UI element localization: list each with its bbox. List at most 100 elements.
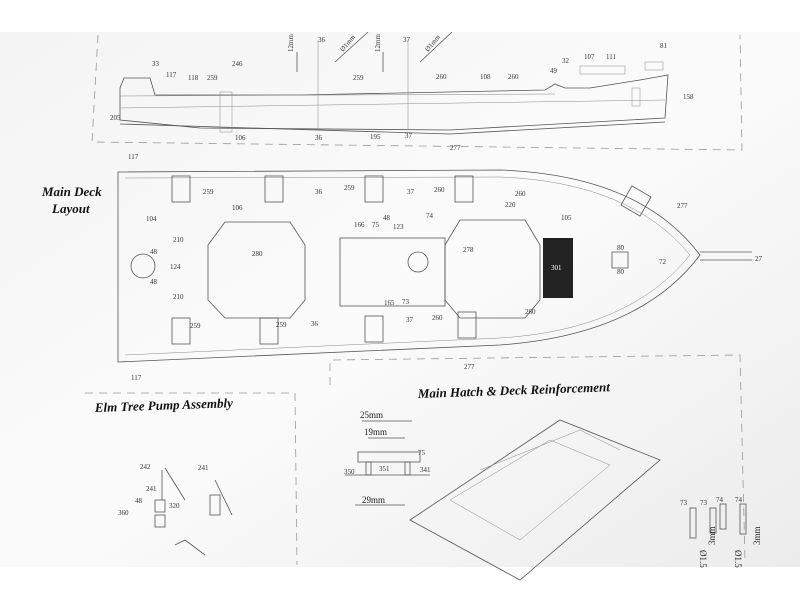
label: 32 xyxy=(562,57,570,65)
deck-plan xyxy=(117,169,752,363)
label: 246 xyxy=(232,60,243,68)
label: 111 xyxy=(606,53,616,61)
label: 210 xyxy=(173,293,184,301)
label: 220 xyxy=(505,201,516,209)
label: 124 xyxy=(170,263,181,271)
label: 3mm xyxy=(752,526,762,545)
label: 33 xyxy=(152,60,160,68)
label: 37 xyxy=(403,36,411,44)
label: 37 xyxy=(405,132,413,140)
label: 260 xyxy=(432,314,443,322)
label: 277 xyxy=(464,363,475,371)
label: 3mm xyxy=(707,526,717,545)
deck-labels: 117 277 259 106 36 259 37 260 260 220 10… xyxy=(128,144,763,382)
label: 74 xyxy=(716,496,724,504)
label: 210 xyxy=(173,236,184,244)
hatch-drawing xyxy=(345,419,747,581)
label: 106 xyxy=(232,204,243,212)
label: 259 xyxy=(207,74,218,82)
label: 166 xyxy=(354,221,365,229)
label: 260 xyxy=(436,73,447,81)
label: 104 xyxy=(146,215,157,223)
dimension-label: 19mm xyxy=(364,427,387,437)
label: 241 xyxy=(146,485,157,493)
label: 74 xyxy=(426,212,434,220)
label: 80 xyxy=(617,244,625,252)
label: 260 xyxy=(434,186,445,194)
label: 37 xyxy=(407,188,415,196)
label: 123 xyxy=(393,223,404,231)
label: 260 xyxy=(515,190,526,198)
label: 48 xyxy=(135,497,143,505)
label: 205 xyxy=(110,114,121,122)
profile-section-border xyxy=(91,34,743,151)
pump-labels: 242 241 241 48 320 360 xyxy=(118,463,209,517)
label: 351 xyxy=(379,465,390,473)
label: 73 xyxy=(700,499,708,507)
label: 105 xyxy=(561,214,572,222)
deck-title: Layout xyxy=(51,201,90,216)
label: 73 xyxy=(680,499,688,507)
label: 241 xyxy=(198,464,209,472)
label: 48 xyxy=(150,248,158,256)
label: 27 xyxy=(755,255,763,263)
label: 360 xyxy=(118,509,129,517)
label: 80 xyxy=(617,268,625,276)
label: 260 xyxy=(525,308,536,316)
hull-profile xyxy=(119,31,669,135)
label: 73 xyxy=(402,298,410,306)
label: 72 xyxy=(659,258,667,266)
label: 108 xyxy=(480,73,491,81)
label: 277 xyxy=(450,144,461,152)
label: 301 xyxy=(551,264,562,272)
label: 117 xyxy=(131,374,142,382)
label: 280 xyxy=(252,250,263,258)
label: 106 xyxy=(235,134,246,142)
label: 195 xyxy=(370,133,381,141)
label: 341 xyxy=(420,466,431,474)
label: Ø1.5 xyxy=(698,550,708,568)
label: 118 xyxy=(188,74,199,82)
label: 260 xyxy=(508,73,519,81)
label: 158 xyxy=(683,93,694,101)
label: 259 xyxy=(276,321,287,329)
label: 320 xyxy=(169,502,180,510)
label: 117 xyxy=(166,71,177,79)
label: 259 xyxy=(353,74,364,82)
dimension-label: 29mm xyxy=(362,495,385,505)
label: 36 xyxy=(315,134,323,142)
deck-title: Main Deck xyxy=(41,184,102,199)
label: 48 xyxy=(150,278,158,286)
pump-title: Elm Tree Pump Assembly xyxy=(94,395,234,415)
label: 107 xyxy=(584,53,595,61)
hatch-labels: 25mm 19mm 29mm 75 350 351 341 73 73 74 7… xyxy=(344,410,762,568)
label: 165 xyxy=(384,299,395,307)
label: 36 xyxy=(311,320,319,328)
label: 278 xyxy=(463,246,474,254)
label: 259 xyxy=(344,184,355,192)
label: 49 xyxy=(550,67,558,75)
hatch-section-border xyxy=(329,354,746,561)
label: Ø1.5 xyxy=(733,550,743,568)
label: 81 xyxy=(660,42,668,50)
label: 242 xyxy=(140,463,151,471)
label: 36 xyxy=(318,36,326,44)
label: 36 xyxy=(315,188,323,196)
pump-section-border xyxy=(85,392,298,566)
label: 12mm xyxy=(287,34,295,52)
label: 75 xyxy=(372,221,380,229)
label: 74 xyxy=(735,496,743,504)
hatch-title: Main Hatch & Deck Reinforcement xyxy=(417,379,611,401)
label: 277 xyxy=(677,202,688,210)
label: 259 xyxy=(203,188,214,196)
label: 117 xyxy=(128,153,139,161)
label: 12mm xyxy=(374,34,382,52)
label: 37 xyxy=(406,316,414,324)
label: 259 xyxy=(190,322,201,330)
label: 75 xyxy=(418,449,426,457)
label: 350 xyxy=(344,468,355,476)
label: 48 xyxy=(383,214,391,222)
dimension-label: 25mm xyxy=(360,410,383,420)
